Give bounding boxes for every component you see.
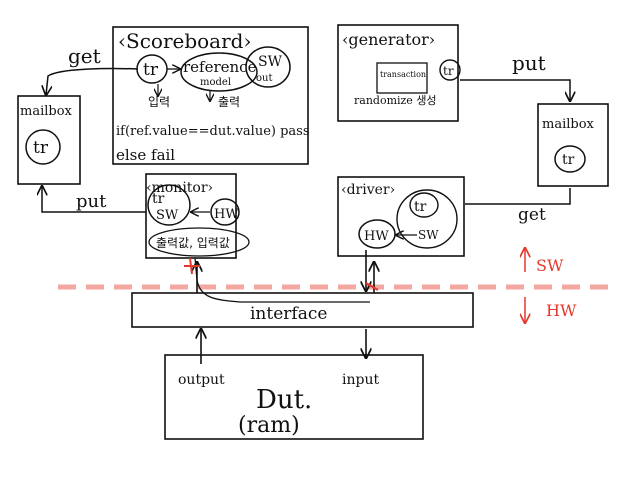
- sw-domain-label: SW: [536, 256, 564, 275]
- monitor-red-mark-2: [189, 257, 193, 275]
- transaction-label: transaction: [380, 70, 426, 79]
- put-top-label: put: [512, 51, 546, 75]
- driver-tr-label: tr: [414, 199, 427, 215]
- dut-title: Dut.: [256, 385, 312, 415]
- driver-hw-label: HW: [364, 229, 389, 244]
- reference-model-node: [180, 52, 258, 92]
- get-arrow-top: [46, 67, 139, 95]
- mailbox-right-tr-label: tr: [562, 152, 575, 168]
- scoreboard-title: ‹Scoreboard›: [118, 29, 251, 53]
- put-left-label: put: [76, 191, 107, 212]
- scoreboard-tr-label: tr: [143, 60, 159, 80]
- generator-tr-node: [439, 59, 461, 81]
- get-arrow-right: [465, 188, 571, 205]
- put-arrow-left: [42, 186, 146, 213]
- output-label: 출력: [218, 95, 240, 109]
- mailbox-left-tr-label: tr: [33, 138, 49, 158]
- generator-title: ‹generator›: [342, 30, 435, 49]
- driver-box: ‹driver› tr SW HW: [337, 176, 465, 257]
- dut-sub: (ram): [238, 413, 300, 438]
- get-top-label: get: [68, 44, 101, 68]
- put-arrow-top: [460, 79, 570, 101]
- condition-text: if(ref.value==dut.value) pass: [116, 124, 310, 139]
- mailbox-right: mailbox tr: [537, 103, 609, 187]
- mailbox-left-title: mailbox: [20, 104, 73, 119]
- monitor-note: 출력값, 입력값: [156, 236, 230, 250]
- mailbox-right-tr-node: [554, 145, 586, 173]
- monitor-box: ‹monitor› tr SW HW 출력값, 입력값: [145, 173, 250, 259]
- hw-domain-label: HW: [546, 301, 577, 320]
- scoreboard-sw-sub: out: [256, 73, 272, 84]
- driver-red-mark: [365, 282, 379, 291]
- monitor-tr-label: tr: [152, 191, 165, 207]
- monitor-hw-node: [210, 198, 240, 226]
- dut-output-label: output: [178, 372, 225, 388]
- else-text: else fail: [116, 146, 175, 164]
- scoreboard-sw-label: SW: [258, 54, 283, 70]
- dut-input-label: input: [342, 372, 379, 388]
- monitor-hw-label: HW: [214, 207, 239, 222]
- reference-label: reference: [183, 58, 257, 76]
- mailbox-right-title: mailbox: [542, 117, 595, 132]
- interface-box: interface: [131, 292, 474, 328]
- monitor-sw-label: SW: [156, 208, 179, 223]
- driver-title: ‹driver›: [341, 182, 395, 198]
- monitor-note-ellipse: [148, 227, 250, 257]
- get-right-label: get: [518, 205, 546, 225]
- driver-sw-label: SW: [418, 228, 439, 242]
- monitor-sw-group: [147, 184, 191, 226]
- mailbox-left-tr-node: [25, 129, 61, 165]
- scoreboard-box: ‹Scoreboard› tr reference model SW out 입…: [112, 26, 310, 165]
- generator-tr-label: tr: [443, 64, 454, 78]
- interface-label: interface: [250, 304, 327, 324]
- driver-sw-group: [396, 189, 458, 249]
- monitor-bus-line: [194, 257, 370, 303]
- mailbox-left: mailbox tr: [17, 95, 81, 185]
- input-label: 입력: [148, 95, 170, 109]
- transaction-box: [376, 62, 428, 94]
- randomize-label: randomize 생성: [354, 94, 437, 107]
- generator-box: ‹generator› transaction randomize 생성 tr: [337, 24, 461, 122]
- reference-sub-label: model: [200, 77, 231, 88]
- driver-hw-node: [358, 219, 396, 249]
- scoreboard-sw-node: [245, 46, 291, 88]
- driver-tr-node: [409, 192, 439, 218]
- dut-box: output input Dut. (ram): [164, 354, 424, 440]
